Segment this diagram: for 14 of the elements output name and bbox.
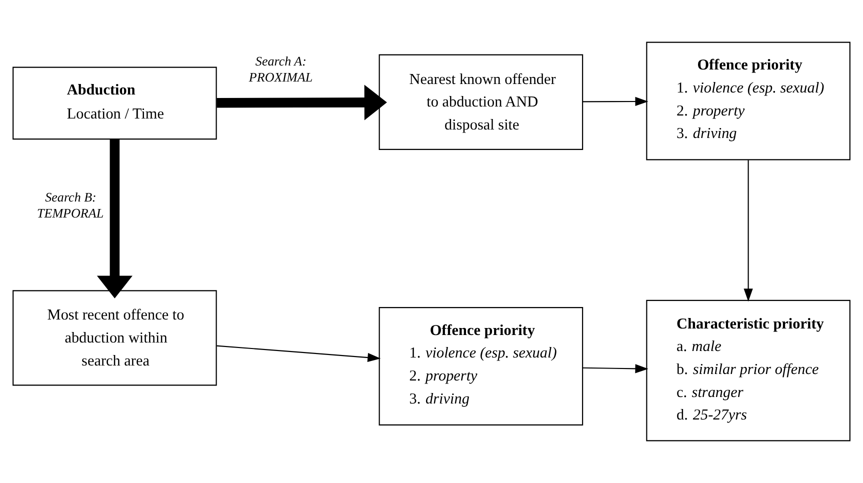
node-box: Nearest known offender to abduction AND disposal site (378, 54, 584, 150)
arrow (582, 364, 648, 374)
arrow (582, 96, 648, 106)
node-box: Offence priority 1. violence (esp. sexual) 2. property 3. driving (378, 306, 584, 426)
arrow (96, 139, 132, 298)
edge-label: Search B: TEMPORAL (37, 189, 104, 221)
arrow (216, 345, 381, 362)
node-box: Most recent offence to abduction within search area (12, 290, 217, 386)
node-box: Abduction Location / Time (12, 66, 217, 140)
arrow (744, 160, 753, 302)
edge-label: Search A: PROXIMAL (248, 53, 313, 85)
arrow (216, 84, 387, 120)
node-box: Offence priority 1. violence (esp. sexual) 2. property 3. driving (646, 42, 850, 160)
node-box: Characteristic priority a. male b. similar prior offence c. stranger d. 25-27yrs (646, 300, 850, 442)
